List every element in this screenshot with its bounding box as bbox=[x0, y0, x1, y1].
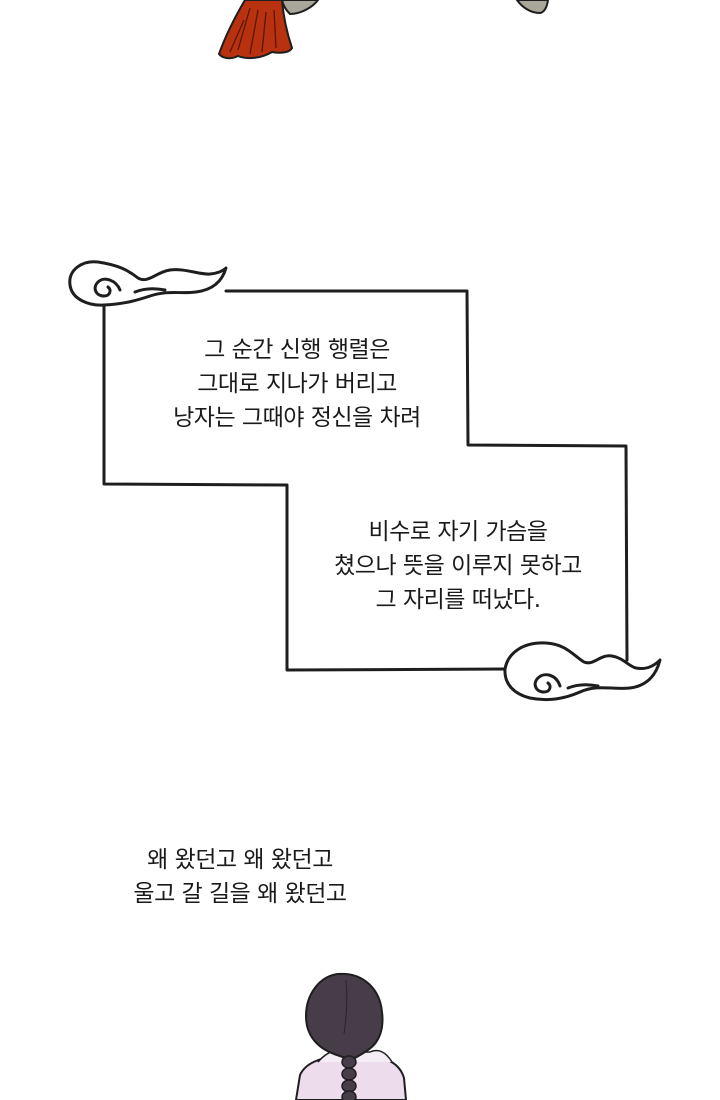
narration-frame bbox=[68, 260, 662, 702]
cloud-scroll-bottom-right bbox=[503, 641, 662, 702]
pink-jacket bbox=[294, 1055, 408, 1100]
narration-line: 그 자리를 떠났다. bbox=[375, 587, 541, 613]
song-line: 왜 왔던고 왜 왔던고 bbox=[147, 847, 333, 873]
song-caption: 왜 왔던고 왜 왔던고 울고 갈 길을 왜 왔던고 bbox=[90, 843, 390, 911]
narration-line: 낭자는 그때야 정신을 차려 bbox=[173, 405, 421, 431]
braid-icon bbox=[341, 1055, 357, 1100]
cloud-scroll-top-left bbox=[68, 260, 228, 307]
narration-line: 비수로 자기 가슴을 bbox=[368, 519, 548, 545]
grey-robe-right bbox=[515, 0, 550, 15]
narration-text-part2: 비수로 자기 가슴을 쳤으나 뜻을 이루지 못하고 그 자리를 떠났다. bbox=[288, 515, 628, 617]
narration-line: 그대로 지나가 버리고 bbox=[197, 371, 397, 397]
song-line: 울고 갈 길을 왜 왔던고 bbox=[133, 881, 347, 907]
narration-line: 쳤으나 뜻을 이루지 못하고 bbox=[334, 553, 582, 579]
narration-text-part1: 그 순간 신행 행렬은 그대로 지나가 버리고 낭자는 그때야 정신을 차려 bbox=[112, 333, 482, 435]
grey-robe-left bbox=[280, 0, 320, 16]
top-figure-illustration bbox=[217, 0, 550, 60]
dark-hair bbox=[304, 972, 384, 1062]
narration-line: 그 순간 신행 행렬은 bbox=[204, 337, 390, 363]
